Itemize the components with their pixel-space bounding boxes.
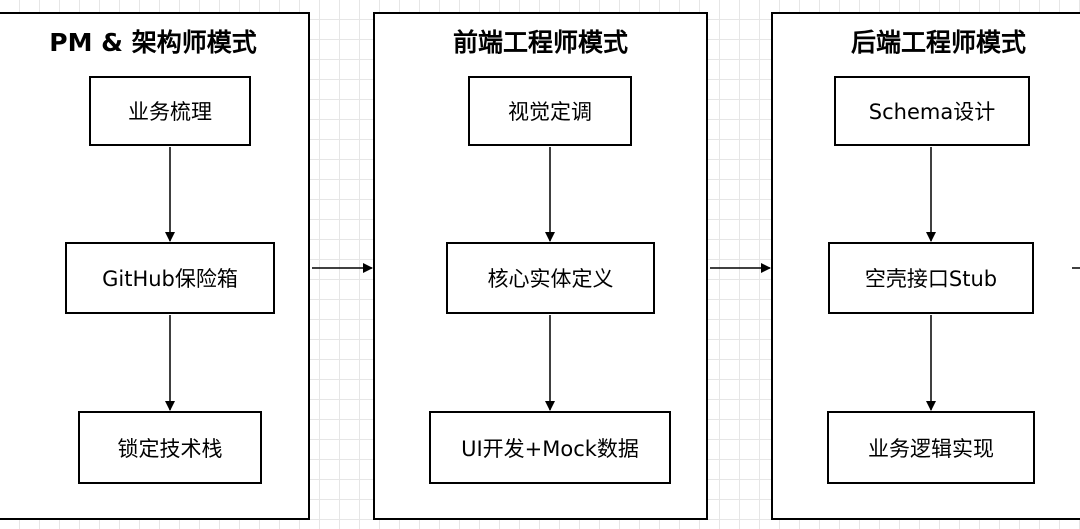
- node-schema-design[interactable]: Schema设计: [834, 76, 1030, 146]
- node-empty-interface-stub[interactable]: 空壳接口Stub: [828, 242, 1034, 314]
- node-core-entity-definition[interactable]: 核心实体定义: [446, 242, 655, 314]
- node-visual-tone[interactable]: 视觉定调: [468, 76, 632, 146]
- node-business-analysis[interactable]: 业务梳理: [89, 76, 251, 146]
- lane-title: 前端工程师模式: [452, 28, 628, 57]
- node-business-logic-impl[interactable]: 业务逻辑实现: [827, 411, 1035, 484]
- node-ui-dev-mock-data[interactable]: UI开发+Mock数据: [429, 411, 671, 484]
- lane-title: PM & 架构师模式: [49, 28, 257, 57]
- lane-title: 后端工程师模式: [850, 28, 1026, 57]
- node-lock-tech-stack[interactable]: 锁定技术栈: [78, 411, 262, 484]
- node-github-vault[interactable]: GitHub保险箱: [65, 242, 275, 314]
